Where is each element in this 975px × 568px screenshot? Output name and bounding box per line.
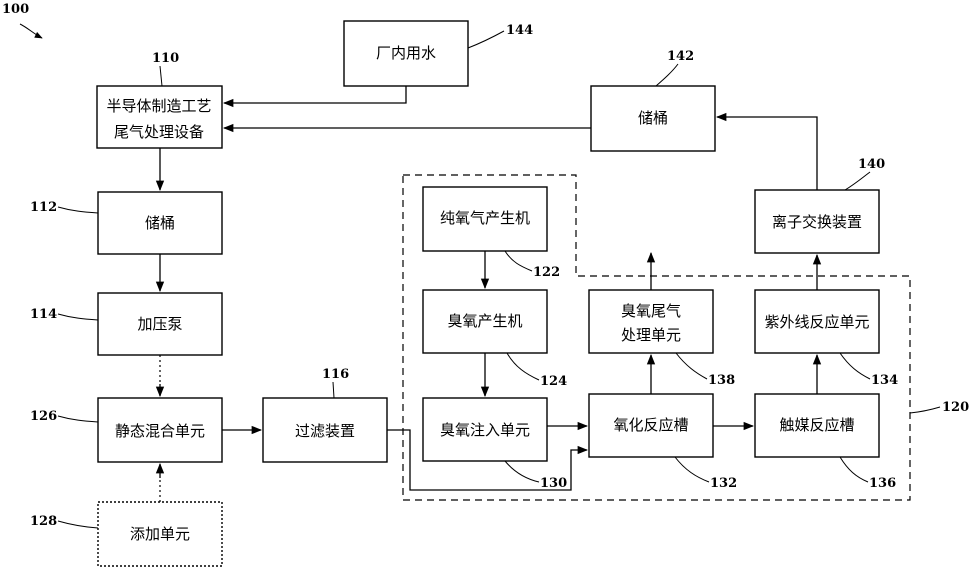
storage-tank-ref: 112 <box>30 200 57 215</box>
ozone-tail-label-line2: 处理单元 <box>621 326 681 344</box>
ozone-unit-boundary <box>402 174 911 501</box>
plant-water-leader <box>467 30 505 49</box>
ozone-injection-box: 臭氧注入单元 <box>422 397 548 462</box>
plant-water-box: 厂内用水 <box>343 20 469 87</box>
additive-unit-leader <box>57 520 99 529</box>
ozone-tail-treatment-box: 臭氧尾气 处理单元 <box>588 289 714 354</box>
static-mixer-ref: 126 <box>30 409 57 424</box>
equipment-label-line2: 尾气处理设备 <box>114 123 204 141</box>
booster-pump-box: 加压泵 <box>97 292 223 356</box>
plant-water-label: 厂内用水 <box>376 44 436 62</box>
uv-reaction-label: 紫外线反应单元 <box>764 313 869 331</box>
oxygen-generator-label: 纯氧气产生机 <box>440 209 530 227</box>
oxidation-tank-leader <box>674 456 710 483</box>
oxidation-tank-box: 氧化反应槽 <box>588 393 714 458</box>
catalyst-tank-label: 触媒反应槽 <box>779 416 854 434</box>
static-mixer-label: 静态混合单元 <box>115 422 205 440</box>
ion-exchange-ref: 140 <box>858 157 885 172</box>
ozone-generator-label: 臭氧产生机 <box>447 312 522 330</box>
storage-tank-box: 储桶 <box>97 191 223 255</box>
oxidation-tank-ref: 132 <box>710 476 737 491</box>
additive-unit-box: 添加单元 <box>97 501 223 567</box>
ion-exchange-box: 离子交换装置 <box>754 189 880 254</box>
equipment-label-line1: 半导体制造工艺 <box>106 97 211 115</box>
oxidation-tank-label: 氧化反应槽 <box>613 416 688 434</box>
storage-tank-leader <box>57 206 99 214</box>
ozone-injection-label: 臭氧注入单元 <box>440 421 530 439</box>
flow-ion-exchange-to-storage2 <box>715 112 818 190</box>
booster-pump-ref: 114 <box>30 307 57 322</box>
filter-device-box: 过滤装置 <box>262 397 388 463</box>
figure-ref-leader <box>19 23 43 39</box>
storage-tank-2-leader <box>655 63 679 87</box>
uv-reaction-ref: 134 <box>871 373 898 388</box>
additive-unit-label: 添加单元 <box>130 525 190 543</box>
flow-filter-to-oxidation-tank <box>387 429 589 491</box>
ozone-generator-leader <box>506 352 540 381</box>
storage-tank-label: 储桶 <box>145 214 175 232</box>
equipment-ref: 110 <box>152 51 179 66</box>
ozone-injection-leader <box>504 460 540 483</box>
ion-exchange-label: 离子交换装置 <box>772 213 862 231</box>
plant-water-ref: 144 <box>506 23 533 38</box>
oxygen-generator-box: 纯氧气产生机 <box>422 186 548 252</box>
static-mixer-leader <box>57 415 99 423</box>
flow-plant-water-to-equipment <box>222 86 407 108</box>
filter-device-label: 过滤装置 <box>295 422 355 440</box>
booster-pump-leader <box>57 313 99 321</box>
filter-device-leader <box>332 381 335 399</box>
catalyst-tank-ref: 136 <box>869 476 896 491</box>
uv-reaction-box: 紫外线反应单元 <box>754 289 880 354</box>
storage-tank-2-box: 储桶 <box>590 85 716 152</box>
storage-tank-2-ref: 142 <box>667 49 694 64</box>
catalyst-tank-box: 触媒反应槽 <box>754 393 880 458</box>
ion-exchange-leader <box>844 171 871 191</box>
uv-reaction-leader <box>839 352 871 380</box>
booster-pump-label: 加压泵 <box>137 315 182 333</box>
catalyst-tank-leader <box>839 456 869 483</box>
oxygen-generator-leader <box>504 250 533 272</box>
ozone-unit-leader <box>909 406 941 414</box>
ozone-tail-label-line1: 臭氧尾气 <box>621 302 681 320</box>
filter-device-ref: 116 <box>322 367 349 382</box>
storage-tank-2-label: 储桶 <box>638 109 668 127</box>
ozone-injection-ref: 130 <box>540 476 567 491</box>
ozone-tail-leader <box>675 352 708 380</box>
exhaust-treatment-equipment-box: 半导体制造工艺 尾气处理设备 <box>96 85 223 149</box>
ozone-generator-ref: 124 <box>540 374 567 389</box>
static-mixer-box: 静态混合单元 <box>97 397 223 463</box>
ozone-unit-ref: 120 <box>942 400 969 415</box>
additive-unit-ref: 128 <box>30 514 57 529</box>
figure-ref: 100 <box>2 2 29 17</box>
equipment-ref-leader <box>159 65 163 87</box>
ozone-tail-ref: 138 <box>708 373 735 388</box>
oxygen-generator-ref: 122 <box>533 265 560 280</box>
ozone-generator-box: 臭氧产生机 <box>422 289 548 354</box>
